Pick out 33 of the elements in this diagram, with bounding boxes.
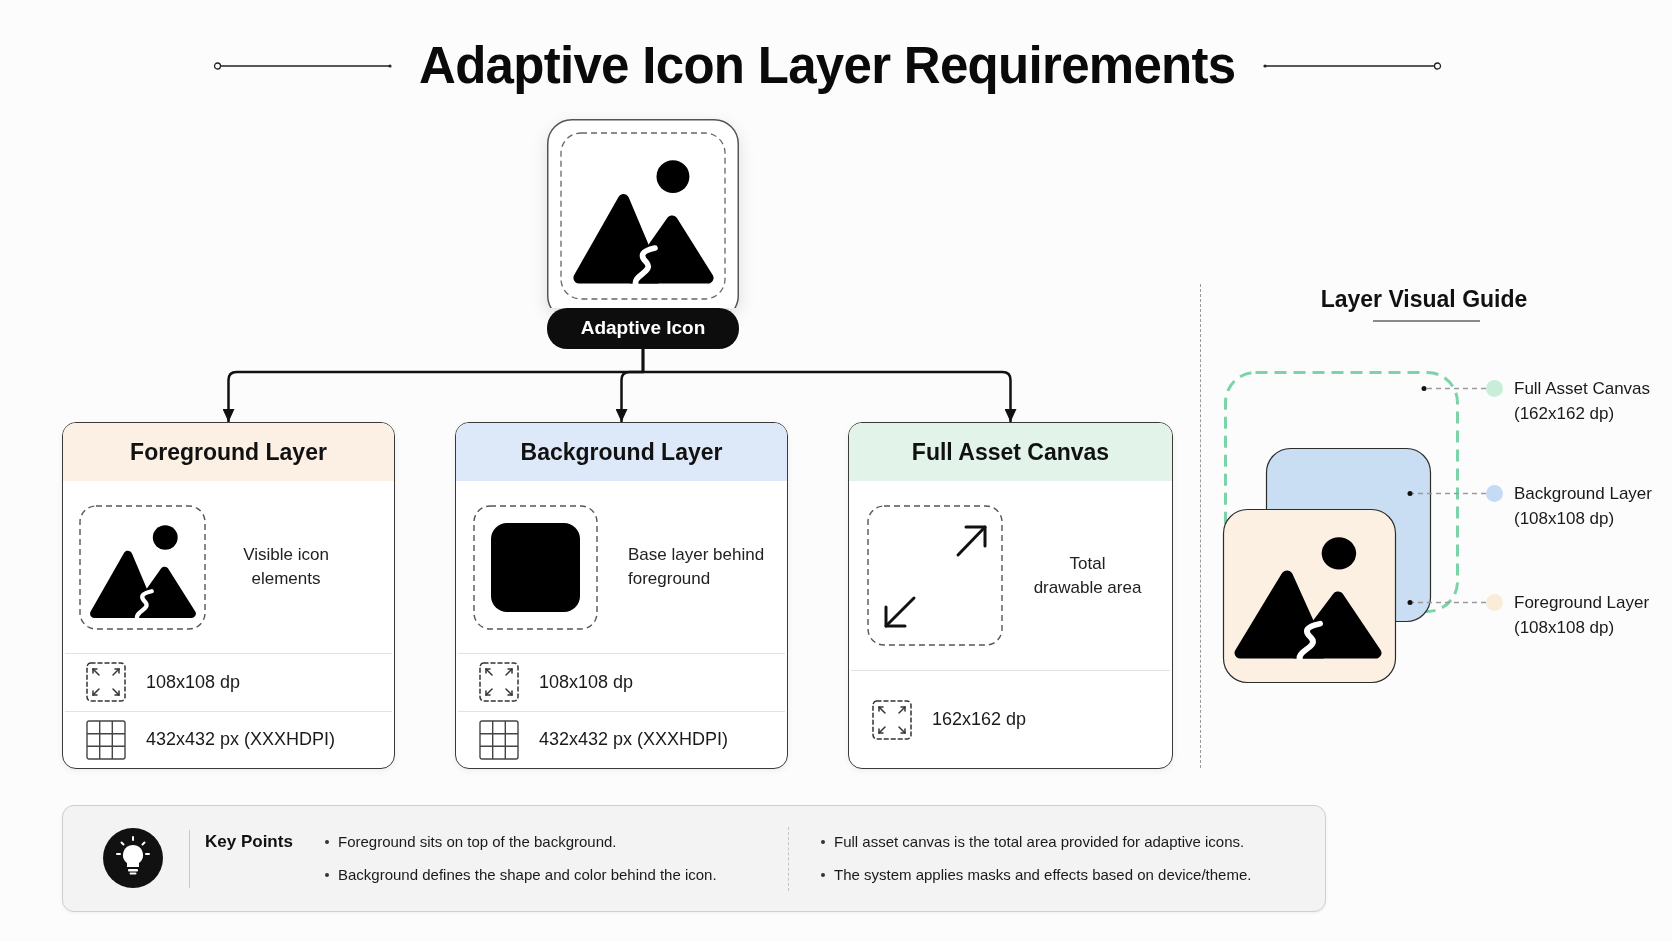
leader-line (1407, 491, 1487, 496)
layer-size: (108x108 dp) (1514, 617, 1616, 639)
size-spec: 108x108 dp (539, 670, 634, 694)
key-point-text: Foreground sits on top of the background. (338, 832, 617, 852)
layer-name: Full Asset Canvas (1514, 378, 1651, 400)
diagram-title: Adaptive Icon Layer Requirements (419, 38, 1236, 94)
card-description: Total drawable area (1033, 552, 1142, 599)
icon-label: Adaptive Icon (547, 308, 739, 349)
section-heading: Layer Visual Guide (1319, 285, 1529, 314)
layer-name: Foreground Layer (1514, 592, 1650, 614)
key-point-text: Full asset canvas is the total area provided for adaptive icons. (834, 832, 1245, 852)
card-header: Background Layer (456, 423, 787, 481)
size-spec: 108x108 dp (146, 670, 241, 694)
card-header: Foreground Layer (63, 423, 394, 481)
size-spec: 432x432 px (XXXHDPI) (146, 728, 336, 752)
card-header: Full Asset Canvas (849, 423, 1172, 481)
arrow (641, 349, 1017, 422)
layer-name: Background Layer (1514, 483, 1652, 505)
layer-card (62, 422, 395, 769)
key-point-text: The system applies masks and effects based on device/theme. (834, 865, 1252, 885)
size-spec: 162x162 dp (932, 708, 1027, 731)
layer-size: (162x162 dp) (1514, 403, 1616, 425)
panel-heading: Key Points (205, 831, 293, 853)
layer-card (455, 422, 788, 769)
size-spec: 432x432 px (XXXHDPI) (539, 728, 729, 752)
card-description: Base layer behind foreground (628, 544, 766, 590)
layer-size: (108x108 dp) (1514, 508, 1616, 530)
leader-line (1407, 600, 1487, 605)
key-points-panel (62, 805, 1326, 912)
leader-line (1421, 386, 1487, 391)
card-description: Visible icon elements (242, 544, 330, 590)
key-point-text: Background defines the shape and color behind the icon. (338, 865, 717, 885)
layer-card (848, 422, 1173, 769)
